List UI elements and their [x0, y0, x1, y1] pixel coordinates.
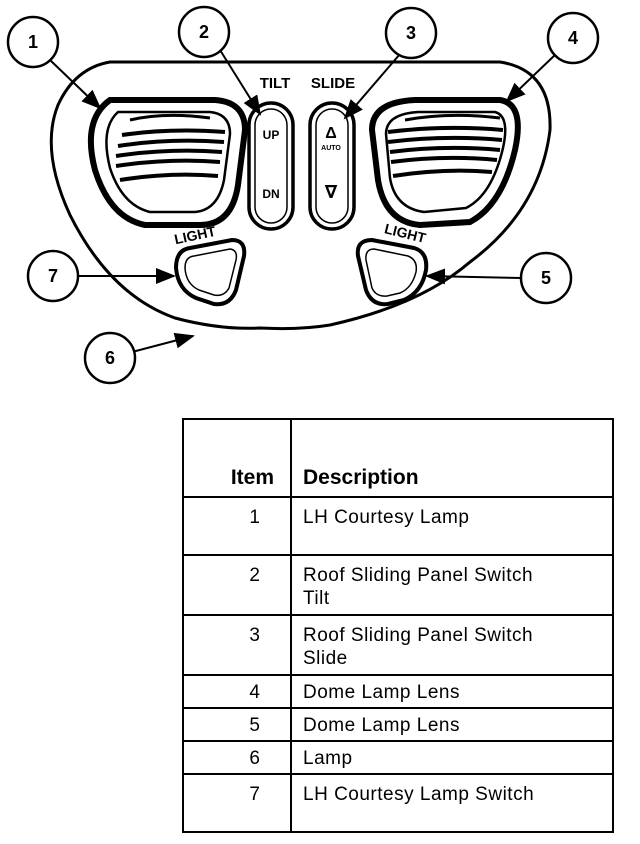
legend-desc-line: Lamp — [303, 748, 353, 769]
legend-item-number: 4 — [182, 674, 292, 709]
tilt-switch[interactable]: UP DN — [247, 101, 295, 231]
callout-2: 2 — [177, 5, 231, 59]
legend-desc-line: Dome Lamp Lens — [303, 715, 460, 736]
svg-text:5: 5 — [541, 268, 551, 288]
legend-row: 4 Dome Lamp Lens — [182, 674, 614, 709]
legend-item-description: Dome Lamp Lens — [290, 674, 614, 709]
legend-item-description: LH Courtesy Lamp Switch — [290, 773, 614, 833]
tilt-label: TILT — [260, 75, 291, 92]
legend-desc-line: Tilt — [303, 588, 330, 609]
svg-text:6: 6 — [105, 348, 115, 368]
legend-row: 7 LH Courtesy Lamp Switch — [182, 773, 614, 833]
svg-text:4: 4 — [568, 28, 578, 48]
legend-desc-line: Roof Sliding Panel Switch — [303, 625, 534, 646]
callout-7: 7 — [26, 249, 80, 303]
slide-down-arrow-icon: ∇ — [325, 182, 338, 202]
legend-desc-line: Slide — [303, 648, 348, 669]
legend-row: 3 Roof Sliding Panel Switch Slide — [182, 614, 614, 676]
slide-auto-label: AUTO — [321, 145, 341, 152]
legend-row: 5 Dome Lamp Lens — [182, 707, 614, 742]
left-lamp-lens — [87, 97, 249, 228]
callout-6: 6 — [83, 331, 137, 385]
legend-item-number: 3 — [182, 614, 292, 676]
callout-1: 1 — [6, 15, 60, 69]
callout-leaders — [49, 49, 557, 353]
legend-desc-line: Roof Sliding Panel Switch — [303, 565, 534, 586]
legend-item-number: 6 — [182, 740, 292, 775]
slide-up-arrow-icon: Δ — [325, 125, 337, 142]
right-light-switch[interactable] — [355, 237, 429, 307]
svg-text:2: 2 — [199, 22, 209, 42]
legend-desc-line: LH Courtesy Lamp — [303, 507, 470, 528]
svg-text:3: 3 — [406, 23, 416, 43]
legend-table: Item Description 1 LH Courtesy Lamp 2 Ro… — [182, 418, 614, 833]
tilt-up-label: UP — [263, 128, 280, 142]
legend-item-number: 2 — [182, 554, 292, 616]
callout-3: 3 — [384, 6, 438, 60]
legend-item-number: 1 — [182, 496, 292, 556]
callout-4: 4 — [546, 11, 600, 65]
legend-desc-line: Dome Lamp Lens — [303, 682, 460, 703]
legend-item-description: LH Courtesy Lamp — [290, 496, 614, 556]
console-housing — [49, 60, 552, 331]
left-light-switch[interactable] — [173, 237, 247, 307]
svg-text:1: 1 — [28, 32, 38, 52]
legend-item-description: Roof Sliding Panel Switch Tilt — [290, 554, 614, 616]
legend-desc-line: LH Courtesy Lamp Switch — [303, 784, 535, 805]
legend-item-description: Lamp — [290, 740, 614, 775]
legend-header-row: Item Description — [182, 418, 614, 498]
legend-item-description: Roof Sliding Panel Switch Slide — [290, 614, 614, 676]
callout-5: 5 — [519, 251, 573, 305]
legend-item-number: 7 — [182, 773, 292, 833]
slide-switch[interactable]: Δ AUTO ∇ — [308, 101, 356, 231]
legend-row: 1 LH Courtesy Lamp — [182, 496, 614, 556]
legend-item-number: 5 — [182, 707, 292, 742]
legend-item-description: Dome Lamp Lens — [290, 707, 614, 742]
svg-text:7: 7 — [48, 266, 58, 286]
slide-label: SLIDE — [311, 75, 355, 92]
legend-header-item: Item — [182, 418, 292, 498]
legend-row: 2 Roof Sliding Panel Switch Tilt — [182, 554, 614, 616]
console-diagram: UP DN Δ AUTO ∇ TILT SLIDE LIGHT LIGHT 1 — [6, 5, 600, 385]
right-lamp-lens — [368, 97, 521, 229]
legend-row: 6 Lamp — [182, 740, 614, 775]
tilt-dn-label: DN — [262, 187, 279, 201]
legend-header-description: Description — [290, 418, 614, 498]
